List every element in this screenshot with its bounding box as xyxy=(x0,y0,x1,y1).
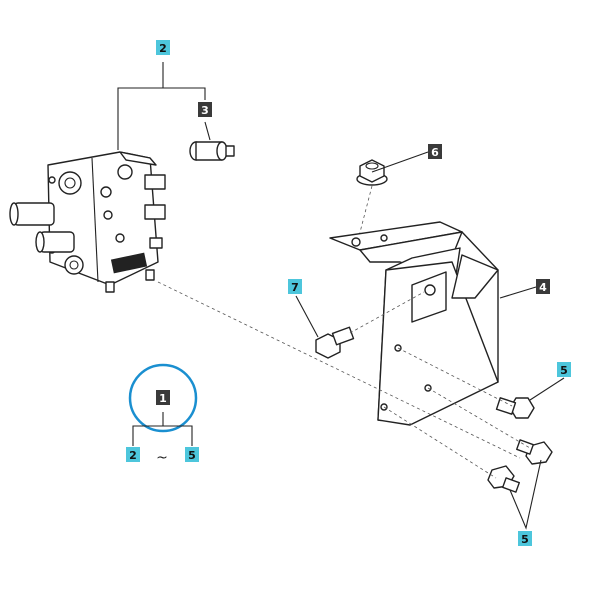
flange-nut xyxy=(356,159,388,186)
callout-5a[interactable]: 5 xyxy=(560,364,568,377)
highlight-ring xyxy=(128,363,198,433)
mounting-bracket xyxy=(329,221,499,426)
callout-2-top-bg xyxy=(156,40,170,55)
hex-bolt-7 xyxy=(315,326,355,359)
callout-6-bg xyxy=(428,144,442,159)
screw-5b xyxy=(516,439,553,465)
callout-5-range-bg xyxy=(185,447,199,462)
callout-1-bg xyxy=(156,390,170,405)
range-separator: ~ xyxy=(156,450,168,466)
callout-4[interactable]: 4 xyxy=(539,281,547,294)
leader-2-group xyxy=(117,87,206,150)
callout-3[interactable]: 3 xyxy=(201,104,209,117)
callout-7[interactable]: 7 xyxy=(291,281,299,294)
callout-5b-bg xyxy=(518,531,532,546)
callout-2-range[interactable]: 2 xyxy=(129,449,137,462)
callout-7-bg xyxy=(288,279,302,294)
callout-5a-bg xyxy=(557,362,571,377)
valve-block xyxy=(9,151,166,293)
callout-2-range-bg xyxy=(126,447,140,462)
screw-5a xyxy=(495,397,535,419)
callout-4-bg xyxy=(536,279,550,294)
callout-1[interactable]: 1 xyxy=(159,392,167,405)
solenoid-cap xyxy=(189,141,235,161)
screw-5c xyxy=(487,465,520,493)
callout-5b[interactable]: 5 xyxy=(521,533,529,546)
callout-6[interactable]: 6 xyxy=(431,146,439,159)
callout-5-range[interactable]: 5 xyxy=(188,449,196,462)
callout-2-top[interactable]: 2 xyxy=(159,42,167,55)
callout-3-bg xyxy=(198,102,212,117)
